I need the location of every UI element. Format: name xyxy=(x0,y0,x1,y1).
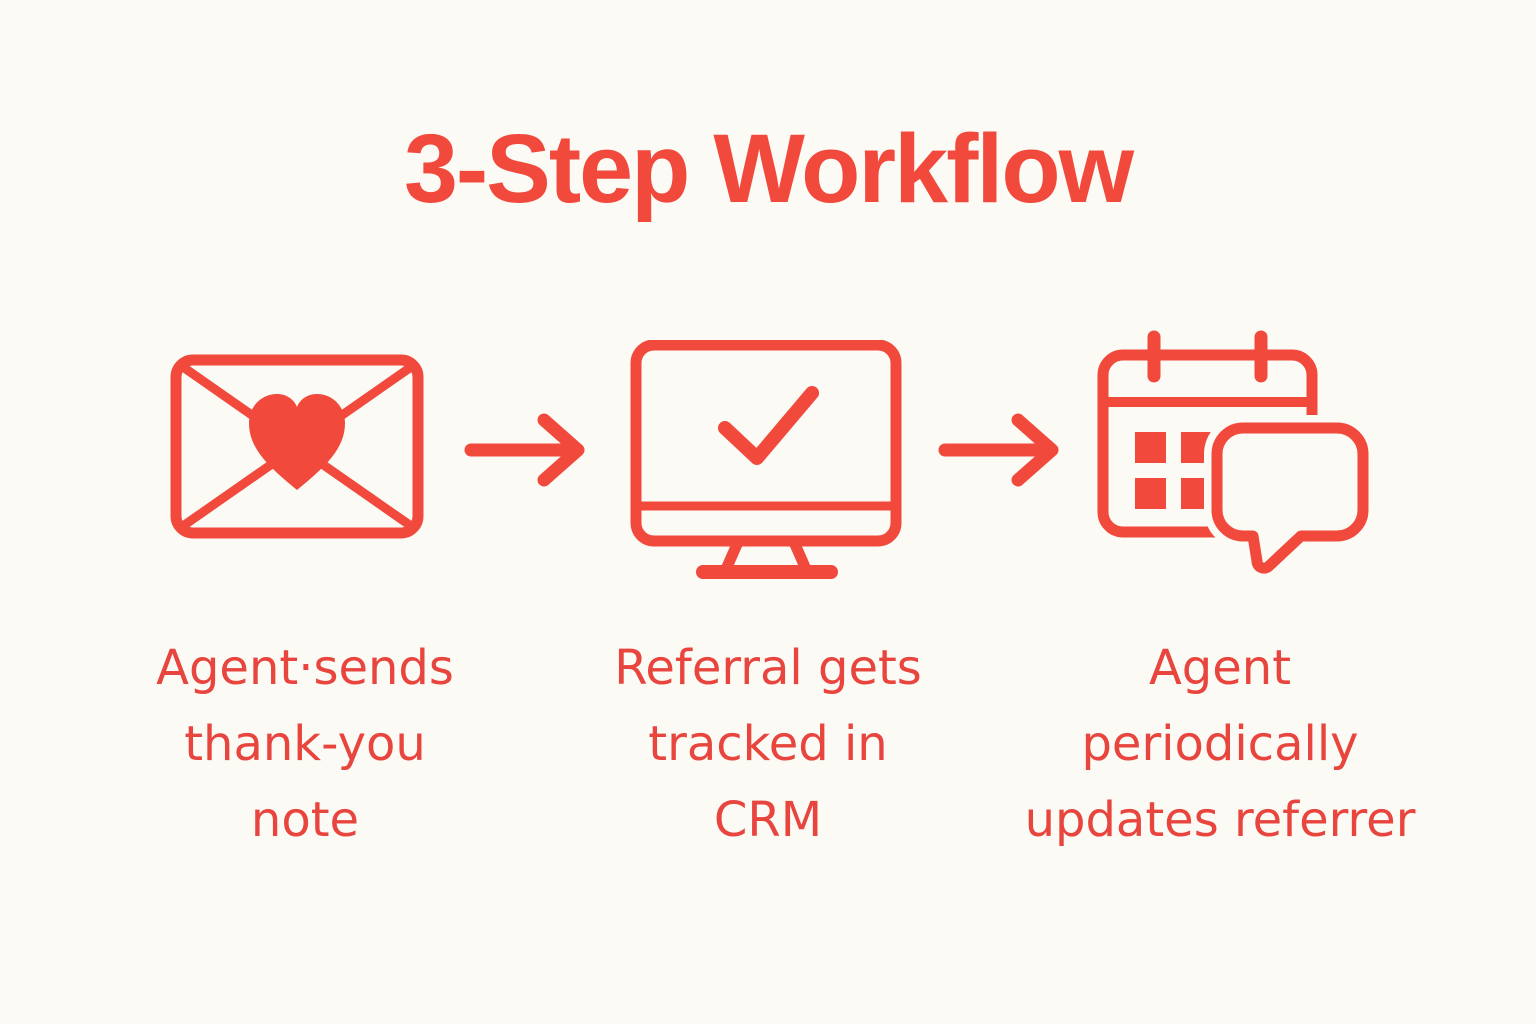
right-arrow-icon xyxy=(462,411,588,494)
calendar-chat-icon xyxy=(1095,328,1376,583)
caption-line: Agent·sends xyxy=(156,640,454,696)
envelope-heart-icon xyxy=(170,354,424,549)
caption-line: CRM xyxy=(713,792,823,848)
caption-line: tracked in xyxy=(648,716,888,772)
step-caption-2: Referral gets tracked in CRM xyxy=(548,630,988,858)
step-caption-3: Agent periodically updates referrer xyxy=(1000,630,1440,858)
caption-line: Referral gets xyxy=(614,640,922,696)
caption-line: periodically xyxy=(1081,716,1359,772)
page-title: 3-Step Workflow xyxy=(403,114,1134,223)
right-arrow-icon xyxy=(936,411,1062,494)
monitor-check-icon xyxy=(630,339,902,589)
step-caption-1: Agent·sends thank-you note xyxy=(85,630,525,858)
caption-line: Agent xyxy=(1148,640,1292,696)
caption-line: updates referrer xyxy=(1024,792,1416,848)
caption-line: note xyxy=(250,792,360,848)
caption-line: thank-you xyxy=(184,716,426,772)
